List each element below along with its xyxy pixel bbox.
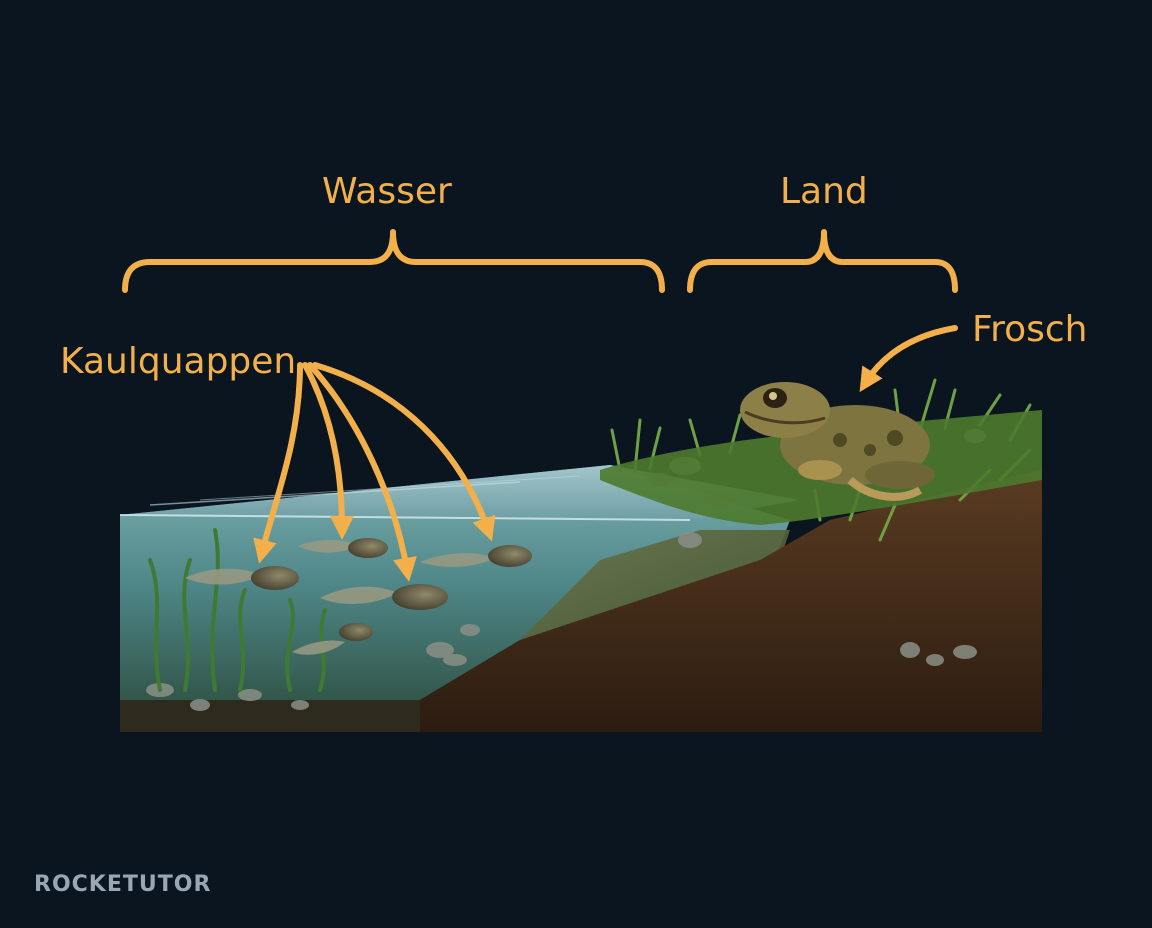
tadpole <box>292 623 373 655</box>
tadpole-arrow <box>302 362 354 540</box>
land-label: Land <box>780 171 868 212</box>
water-label: Wasser <box>322 171 452 212</box>
frog-label: Frosch <box>972 309 1088 350</box>
tadpole <box>320 584 448 610</box>
tadpole-arrow <box>253 362 303 564</box>
tadpole <box>185 566 299 590</box>
frog-arrow <box>859 325 958 393</box>
tadpole-arrows <box>253 362 496 582</box>
tadpole-arrow <box>307 362 417 582</box>
tadpole <box>298 538 388 558</box>
tadpole-illustrations <box>185 538 532 655</box>
land-brace <box>687 229 958 293</box>
water-brace <box>122 229 665 293</box>
tadpoles-label: Kaulquappen <box>60 341 297 382</box>
brand-logo: ROCKETUTOR <box>34 872 212 897</box>
frog-illustration <box>740 382 935 501</box>
tadpole <box>420 545 532 567</box>
tadpole-arrow <box>312 362 496 542</box>
